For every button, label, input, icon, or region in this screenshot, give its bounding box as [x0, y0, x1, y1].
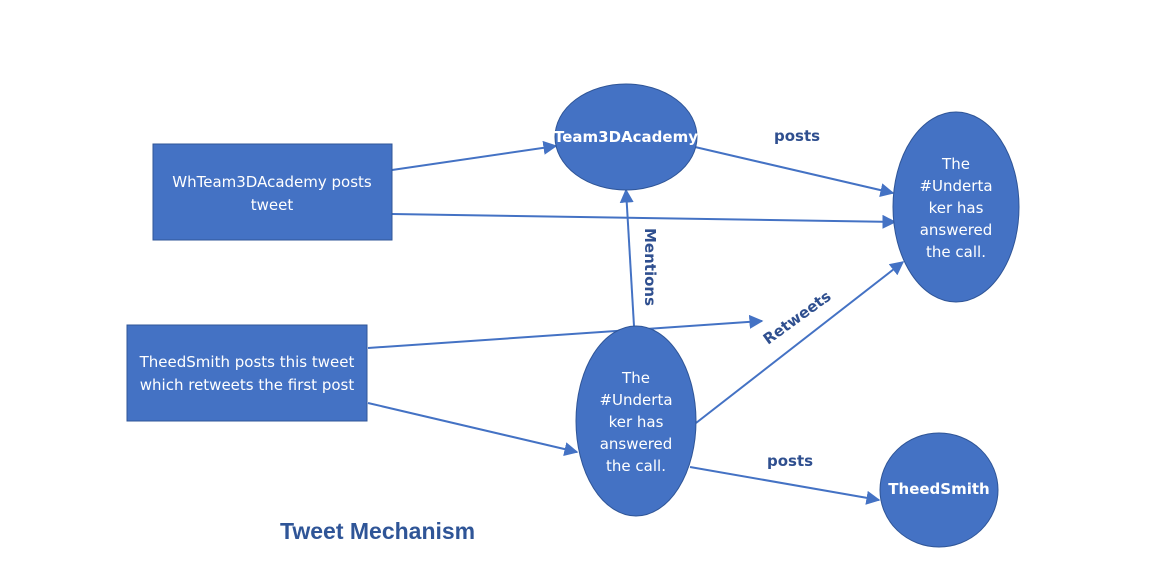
circle-tweet-right: The #Underta ker has answered the call. — [892, 111, 1020, 303]
box-whteam-line-1: WhTeam3DAcademy posts — [172, 173, 372, 191]
edge-label-posts-top: posts — [774, 127, 820, 145]
edge-theedsmith-to-middle-tweet — [367, 402, 579, 456]
circle-tweet-right-line-3: ker has — [929, 199, 984, 217]
edge-label-retweets: Retweets — [760, 287, 835, 348]
edge-label-posts-bottom: posts — [767, 452, 813, 470]
box-theedsmith: TheedSmith posts this tweet which retwee… — [126, 324, 368, 422]
edge-team3d-posts-tweet — [694, 146, 895, 197]
circle-tweet-middle-line-5: the call. — [606, 457, 666, 475]
circle-tweet-middle-line-2: #Underta — [599, 391, 672, 409]
circle-team3dacademy: Team3DAcademy — [554, 83, 698, 191]
box-whteam-line-2: tweet — [251, 196, 294, 214]
edge-middle-tweet-posts-theedsmith — [689, 466, 881, 505]
circle-tweet-middle: The #Underta ker has answered the call. — [575, 325, 697, 517]
circle-tweet-right-line-1: The — [941, 155, 970, 173]
circle-theedsmith-label: TheedSmith — [888, 480, 989, 498]
edge-label-mentions: Mentions — [641, 228, 659, 306]
circle-tweet-middle-line-3: ker has — [609, 413, 664, 431]
edge-theedsmith-retweets — [367, 314, 764, 349]
diagram-caption: Tweet Mechanism — [280, 518, 475, 544]
circle-tweet-right-line-5: the call. — [926, 243, 986, 261]
circle-tweet-middle-line-1: The — [621, 369, 650, 387]
edge-whteam-to-tweet — [391, 213, 897, 229]
edge-mentions — [619, 188, 635, 327]
circle-team3d-label: Team3DAcademy — [554, 128, 698, 146]
box-theedsmith-line-1: TheedSmith posts this tweet — [139, 353, 355, 371]
edge-whteam-to-team3d — [391, 140, 558, 171]
circle-tweet-middle-line-4: answered — [600, 435, 673, 453]
circle-tweet-right-line-4: answered — [920, 221, 993, 239]
circle-theedsmith: TheedSmith — [879, 432, 999, 548]
box-theedsmith-line-2: which retweets the first post — [140, 376, 355, 394]
circle-tweet-right-line-2: #Underta — [919, 177, 992, 195]
box-whteam3dacademy: WhTeam3DAcademy posts tweet — [152, 143, 393, 241]
edge-middle-tweet-to-right-tweet — [695, 261, 905, 424]
